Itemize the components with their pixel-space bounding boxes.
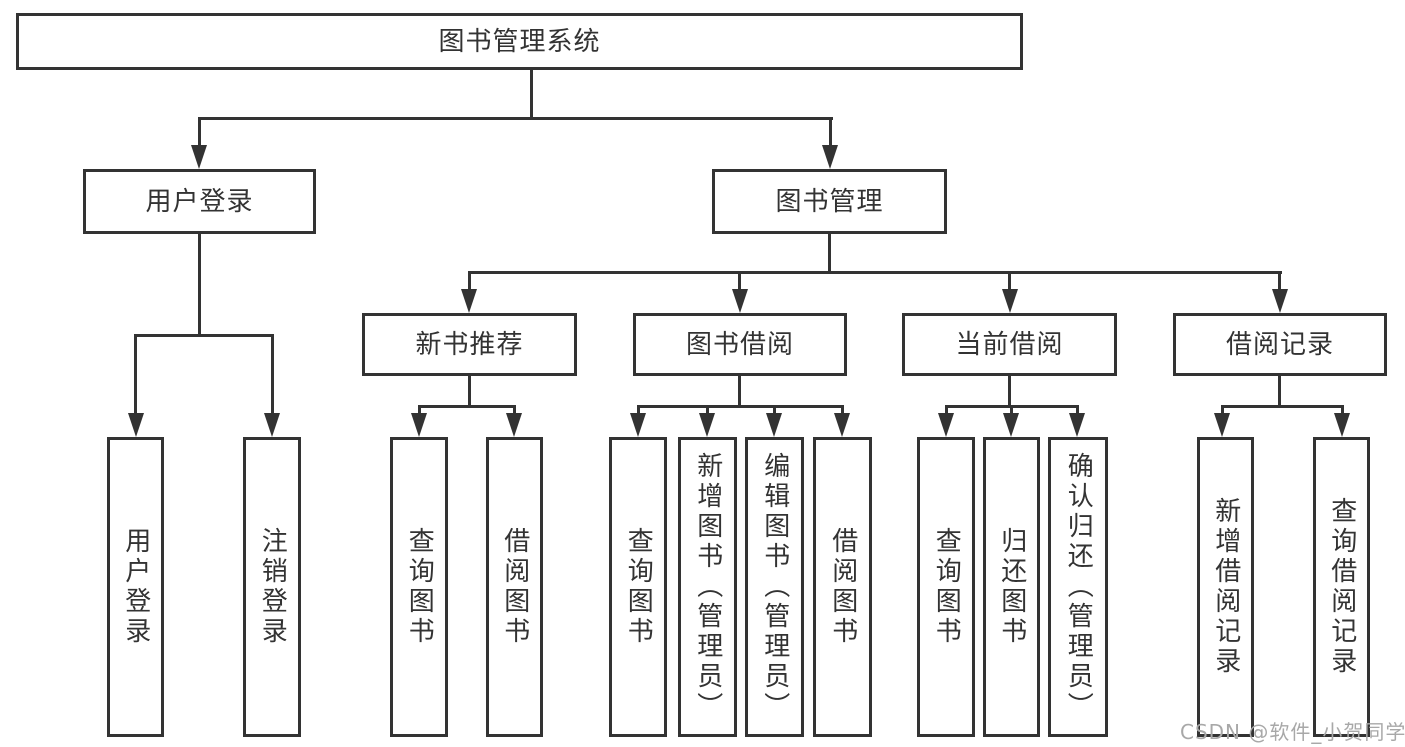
node-borrowing-records: 借阅记录 (1173, 313, 1387, 376)
connector-line (198, 117, 201, 151)
leaf-label: 查询借阅记录 (1326, 497, 1357, 677)
node-label: 图书管理系统 (438, 26, 601, 57)
leaf-borrowing-query-books: 查询图书 (609, 437, 667, 737)
arrow-down-icon (766, 413, 782, 437)
leaf-current-query-books: 查询图书 (917, 437, 975, 737)
connector-line (738, 271, 741, 293)
connector-line (513, 405, 516, 417)
leaf-label: 查询图书 (931, 527, 962, 647)
node-current-borrowing: 当前借阅 (902, 313, 1117, 376)
arrow-down-icon (834, 413, 850, 437)
leaf-records-query-record: 查询借阅记录 (1313, 437, 1370, 737)
leaf-label: 注销登录 (257, 527, 288, 647)
leaf-label: 新增借阅记录 (1210, 497, 1241, 677)
arrow-down-icon (191, 145, 207, 169)
connector-line (841, 405, 844, 417)
connector-line (468, 271, 1282, 274)
connector-line (271, 334, 274, 416)
connector-line (530, 69, 533, 118)
leaf-label: 用户登录 (120, 527, 151, 647)
connector-line (706, 405, 709, 417)
arrow-down-icon (1003, 413, 1019, 437)
arrow-down-icon (264, 413, 280, 437)
connector-line (418, 405, 516, 408)
leaf-recommend-query-books: 查询图书 (390, 437, 448, 737)
arrow-down-icon (1214, 413, 1230, 437)
arrow-down-icon (630, 413, 646, 437)
leaf-user-login: 用户登录 (107, 437, 164, 737)
node-new-book-recommend: 新书推荐 (362, 313, 577, 376)
connector-line (198, 117, 833, 120)
leaf-label: 归还图书 (996, 527, 1027, 647)
arrow-down-icon (1069, 413, 1085, 437)
arrow-down-icon (732, 289, 748, 313)
leaf-label: 查询图书 (404, 527, 435, 647)
leaf-label: 查询图书 (623, 527, 654, 647)
leaf-current-return-books: 归还图书 (983, 437, 1040, 737)
node-book-management: 图书管理 (712, 169, 947, 234)
connector-line (418, 405, 421, 417)
arrow-down-icon (1334, 413, 1350, 437)
node-label: 图书管理 (775, 186, 884, 217)
arrow-down-icon (461, 289, 477, 313)
node-user-login: 用户登录 (83, 169, 316, 234)
csdn-watermark: CSDN @软件_小贺同学 (1180, 720, 1405, 744)
leaf-borrowing-edit-books-admin: 编辑图书（管理员） (745, 437, 804, 737)
arrow-down-icon (1272, 289, 1288, 313)
connector-line (773, 405, 776, 417)
node-label: 借阅记录 (1225, 329, 1334, 360)
leaf-borrowing-borrow-books: 借阅图书 (813, 437, 872, 737)
arrow-down-icon (938, 413, 954, 437)
arrow-down-icon (1002, 289, 1018, 313)
connector-line (198, 233, 201, 335)
connector-line (1278, 375, 1281, 406)
leaf-current-confirm-return-admin: 确认归还（管理员） (1048, 437, 1108, 737)
node-label: 新书推荐 (415, 329, 524, 360)
connector-line (468, 375, 471, 406)
node-label: 图书借阅 (685, 329, 794, 360)
connector-line (1076, 405, 1079, 417)
connector-line (468, 271, 471, 293)
connector-line (828, 233, 831, 273)
leaf-records-add-record: 新增借阅记录 (1197, 437, 1254, 737)
connector-line (1010, 405, 1013, 417)
leaf-label: 确认归还（管理员） (1063, 452, 1094, 722)
leaf-recommend-borrow-books: 借阅图书 (486, 437, 543, 737)
leaf-borrowing-add-books-admin: 新增图书（管理员） (678, 437, 737, 737)
arrow-down-icon (699, 413, 715, 437)
leaf-logout-login: 注销登录 (243, 437, 301, 737)
leaf-label: 编辑图书（管理员） (759, 452, 790, 722)
connector-line (1278, 271, 1281, 293)
arrow-down-icon (411, 413, 427, 437)
connector-line (134, 334, 137, 416)
arrow-down-icon (822, 145, 838, 169)
leaf-label: 新增图书（管理员） (692, 452, 723, 722)
connector-line (738, 375, 741, 406)
connector-line (1221, 405, 1344, 408)
node-label: 当前借阅 (955, 329, 1064, 360)
leaf-label: 借阅图书 (827, 527, 858, 647)
connector-line (829, 117, 832, 151)
connector-line (1221, 405, 1224, 417)
node-book-borrowing: 图书借阅 (633, 313, 847, 376)
connector-line (134, 334, 274, 337)
leaf-label: 借阅图书 (499, 527, 530, 647)
connector-line (1008, 271, 1011, 293)
arrow-down-icon (506, 413, 522, 437)
connector-line (637, 405, 844, 408)
connector-line (945, 405, 948, 417)
node-label: 用户登录 (145, 186, 254, 217)
connector-line (1008, 375, 1011, 406)
arrow-down-icon (128, 413, 144, 437)
connector-line (1341, 405, 1344, 417)
node-library-management-system: 图书管理系统 (16, 13, 1023, 70)
connector-line (637, 405, 640, 417)
